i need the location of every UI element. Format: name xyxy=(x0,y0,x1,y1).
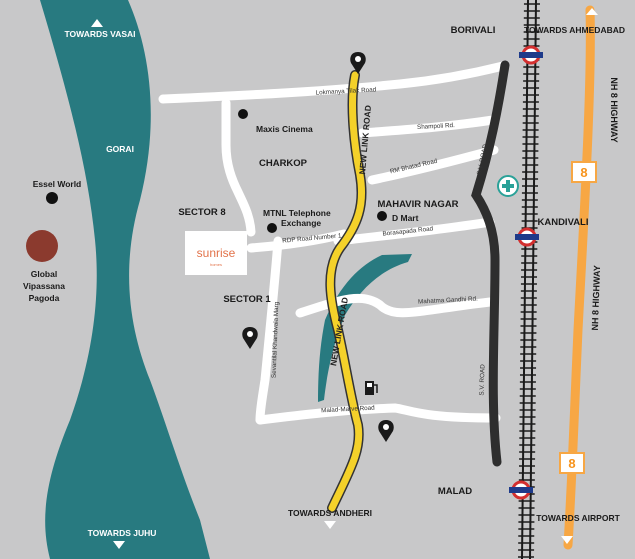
direction-arrow-icon xyxy=(113,541,125,549)
maxis-cinema-label: Maxis Cinema xyxy=(256,124,313,134)
location-pin-icon xyxy=(378,420,394,442)
inner-creek xyxy=(318,254,412,402)
location-pin-icon xyxy=(242,327,258,349)
towards-andheri-label: TOWARDS ANDHERI xyxy=(288,508,372,518)
towards-ahmedabad-label: TOWARDS AHMEDABAD xyxy=(524,25,625,35)
sv-road-label-2: S.V. ROAD xyxy=(478,364,486,396)
svg-text:8: 8 xyxy=(568,456,575,471)
nh8-label-1: NH 8 HIGHWAY xyxy=(609,77,619,142)
sv-road xyxy=(471,60,510,467)
direction-arrow-icon xyxy=(91,19,103,27)
new-link-road-label-1: NEW LINK ROAD xyxy=(357,105,373,175)
malad-label: MALAD xyxy=(438,486,472,497)
petrol-pump-icon xyxy=(365,381,378,395)
mtnl-dot xyxy=(267,223,277,233)
charkop-label: CHARKOP xyxy=(259,158,308,169)
sector-1-label: SECTOR 1 xyxy=(223,294,271,305)
svg-text:8: 8 xyxy=(580,165,587,180)
pagoda-label-3: Pagoda xyxy=(29,293,60,303)
mtnl-label-2: Exchange xyxy=(281,218,321,228)
gorai-label: GORAI xyxy=(106,144,134,154)
pagoda-dot xyxy=(26,230,58,262)
highway-badge-2: 8 xyxy=(559,452,585,474)
towards-vasai-label: TOWARDS VASAI xyxy=(65,29,136,39)
towards-juhu-label: TOWARDS JUHU xyxy=(88,528,157,538)
railway-line xyxy=(518,0,540,559)
mahatma-gandhi-road-label: Mahatma Gandhi Rd. xyxy=(418,295,478,305)
lokmanya-tilak-road-label: Lokmanya Tilak Road xyxy=(315,86,376,96)
essel-world-dot xyxy=(46,192,58,204)
nh8-label-2: NH 8 HIGHWAY xyxy=(590,265,602,330)
borivali-station-icon xyxy=(519,45,543,65)
highway-badge-1: 8 xyxy=(571,161,597,183)
d-mart-label: D Mart xyxy=(392,213,419,223)
mahavir-nagar-label: MAHAVIR NAGAR xyxy=(377,199,458,210)
d-mart-dot xyxy=(377,211,387,221)
gorai-creek xyxy=(40,0,210,559)
svg-text:sunrise: sunrise xyxy=(197,246,236,260)
pagoda-label-1: Global xyxy=(31,269,57,279)
malad-marve-road-label: Malad-Marve Road xyxy=(321,405,375,415)
location-pin-icon xyxy=(350,52,366,74)
kandivali-label: KANDIVALI xyxy=(537,217,588,228)
hospital-icon xyxy=(497,175,519,197)
kandivali-station-icon xyxy=(515,227,539,247)
direction-arrow-icon xyxy=(561,536,573,544)
essel-world-label: Essel World xyxy=(33,179,82,189)
direction-arrow-icon xyxy=(586,8,598,15)
malad-station-icon xyxy=(509,480,533,500)
sector-8-label: SECTOR 8 xyxy=(178,207,225,218)
shampoli-road-label: Shampoli Rd. xyxy=(417,122,455,131)
mtnl-label-1: MTNL Telephone xyxy=(263,208,331,218)
sunrise-project-logo: sunrise homes xyxy=(185,231,247,275)
svg-text:homes: homes xyxy=(210,262,222,267)
pagoda-label-2: Vipassana xyxy=(23,281,65,291)
maxis-cinema-dot xyxy=(238,109,248,119)
towards-airport-label: TOWARDS AIRPORT xyxy=(536,513,620,523)
nh8-highway xyxy=(563,5,595,550)
borivali-label: BORIVALI xyxy=(451,25,496,36)
direction-arrow-icon xyxy=(324,521,336,529)
sevantilal-marg-label: Sevantilal Khandwala Marg xyxy=(271,301,281,378)
